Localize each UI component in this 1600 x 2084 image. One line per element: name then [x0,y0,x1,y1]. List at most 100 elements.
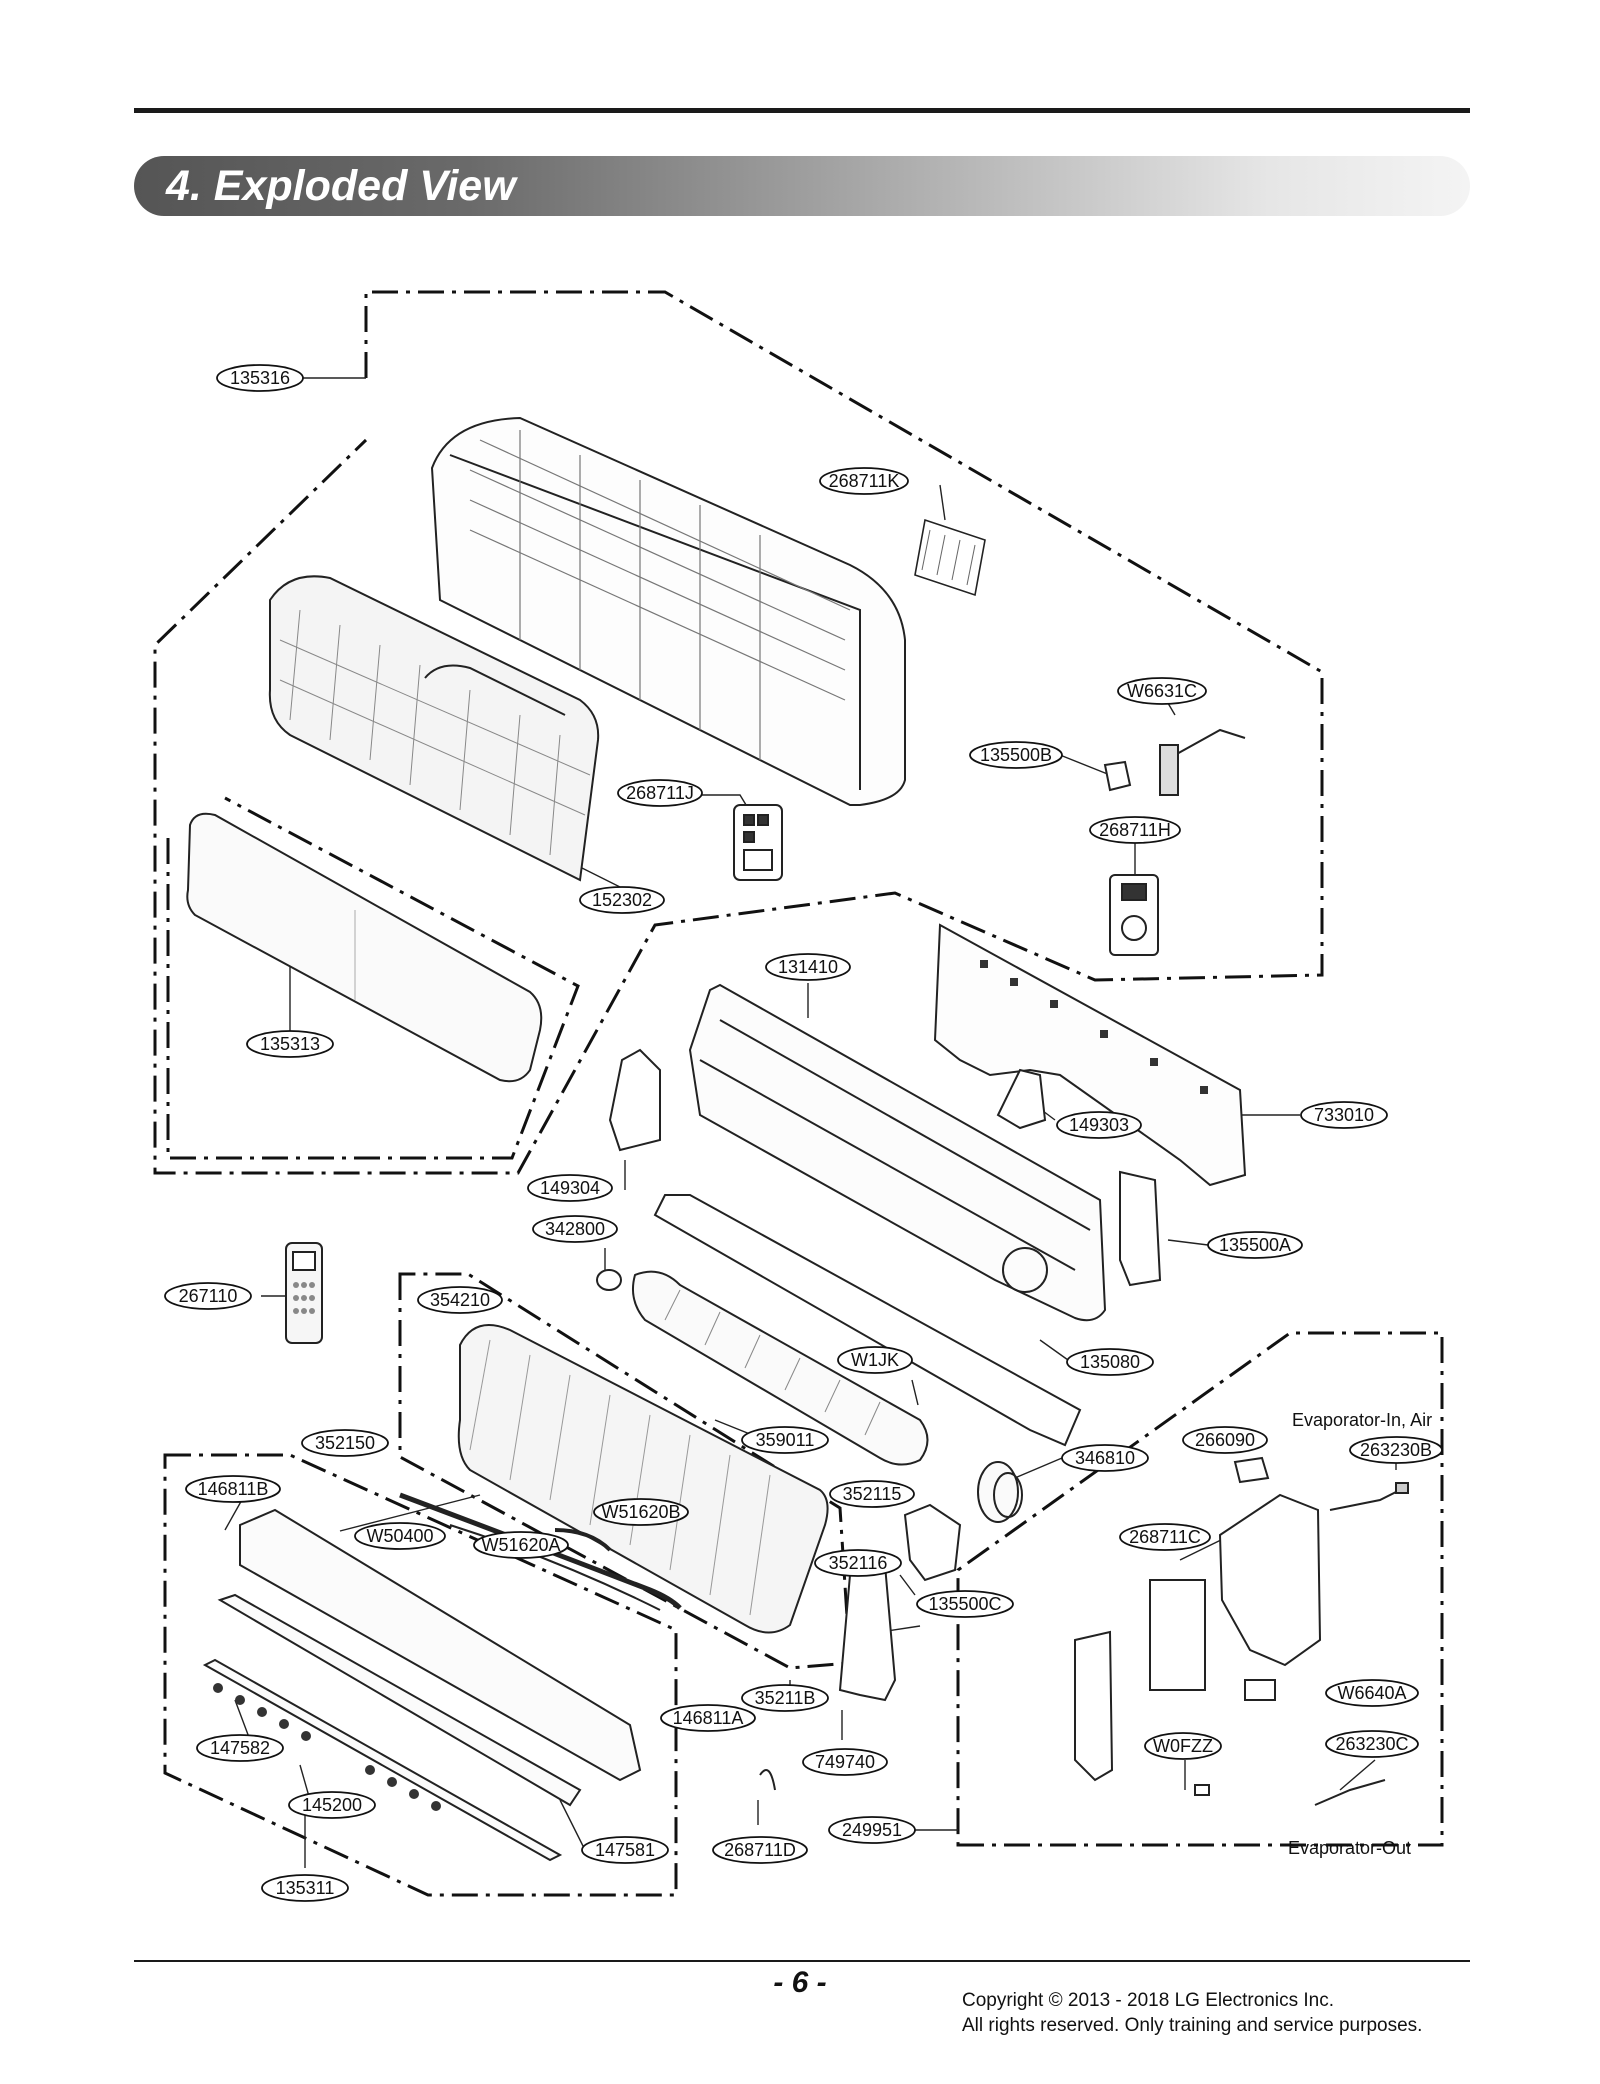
part-control-box [1074,1493,1322,1782]
callout-147581: 147581 [581,1836,669,1864]
part-bracket-135500C [903,1503,962,1582]
svg-text:146811A: 146811A [673,1708,744,1728]
callout-268711J: 268711J [617,779,703,807]
svg-text:342800: 342800 [545,1219,605,1239]
part-motor-346810 [977,1461,1023,1523]
copyright-line-1: Copyright © 2013 - 2018 LG Electronics I… [962,1990,1335,2011]
svg-text:263230C: 263230C [1335,1734,1408,1754]
svg-text:152302: 152302 [592,890,652,910]
part-base-131410 [688,983,1107,1322]
part-cable-268711D [759,1769,776,1791]
svg-text:135313: 135313 [260,1034,320,1054]
svg-text:147581: 147581 [595,1840,655,1860]
callout-346810: 346810 [1061,1444,1149,1472]
callout-263230C: 263230C [1325,1730,1419,1758]
callout-359011: 359011 [741,1426,829,1454]
callout-145200: 145200 [288,1791,376,1819]
part-display-268711J [733,804,783,881]
svg-text:146811B: 146811B [198,1479,269,1499]
svg-text:135500C: 135500C [928,1594,1001,1614]
callout-135500C: 135500C [916,1590,1014,1618]
svg-text:W6640A: W6640A [1337,1683,1406,1703]
svg-text:268711H: 268711H [1099,820,1171,840]
callout-352115: 352115 [829,1480,915,1508]
callout-149303: 149303 [1056,1111,1142,1139]
svg-text:267110: 267110 [179,1286,238,1306]
callout-W0FZZ: W0FZZ [1144,1732,1222,1760]
svg-text:149304: 149304 [540,1178,600,1198]
callout-W51620A: W51620A [473,1531,569,1559]
svg-text:35211B: 35211B [755,1688,816,1708]
part-pipes [399,1492,682,1611]
part-label-268711K [914,518,986,597]
callout-135500B: 135500B [969,741,1063,769]
callout-W6631C: W6631C [1117,677,1207,705]
svg-text:149303: 149303 [1069,1115,1129,1135]
svg-text:249951: 249951 [842,1820,902,1840]
svg-text:266090: 266090 [1195,1430,1255,1450]
svg-text:131410: 131410 [778,957,838,977]
callout-131410: 131410 [765,953,851,981]
part-filter-152302 [268,575,600,882]
svg-text:135316: 135316 [230,368,290,388]
callout-267110: 267110 [164,1282,252,1310]
callout-135316: 135316 [216,364,304,392]
section-title: 4. Exploded View [166,162,516,210]
part-cable-263230B [1329,1482,1409,1511]
callout-733010: 733010 [1300,1101,1388,1129]
part-cable-263230C [1314,1779,1386,1806]
callout-263230B: 263230B [1349,1436,1443,1464]
svg-text:135500B: 135500B [980,745,1052,765]
svg-text:268711C: 268711C [1129,1527,1201,1547]
part-bearing-342800 [596,1269,622,1291]
svg-text:749740: 749740 [815,1752,875,1772]
callout-268711D: 268711D [712,1836,808,1864]
svg-text:354210: 354210 [430,1290,490,1310]
callout-135080: 135080 [1066,1348,1154,1376]
part-fan-359011 [632,1270,929,1466]
callout-W1JK: W1JK [837,1346,913,1374]
note-evaporator-out: Evaporator-Out [1288,1838,1411,1858]
svg-text:346810: 346810 [1075,1448,1135,1468]
part-connector-W6640A [1244,1679,1276,1701]
svg-text:W51620B: W51620B [601,1502,680,1522]
part-bracket-149303 [996,1068,1047,1130]
svg-text:268711J: 268711J [626,783,694,803]
callout-135500A: 135500A [1207,1231,1303,1259]
callout-146811B: 146811B [185,1475,281,1503]
callout-35211B: 35211B [741,1684,829,1712]
callouts: 135316 268711K 268711J 152302 135313 W66… [164,364,1443,1902]
svg-text:W6631C: W6631C [1127,681,1197,701]
svg-text:W51620A: W51620A [481,1535,560,1555]
callout-352116: 352116 [814,1549,902,1577]
part-holder-135500A [1119,1170,1162,1287]
callout-W6640A: W6640A [1325,1679,1419,1707]
svg-text:147582: 147582 [210,1738,270,1758]
callout-268711K: 268711K [819,467,909,495]
part-louver-135311 [202,1508,642,1862]
callout-152302: 152302 [579,886,665,914]
part-chassis-135316 [430,416,906,806]
svg-text:135500A: 135500A [1219,1235,1291,1255]
part-plate-733010 [933,923,1247,1187]
callout-268711C: 268711C [1119,1523,1211,1551]
svg-text:W1JK: W1JK [851,1350,899,1370]
svg-text:352115: 352115 [843,1484,902,1504]
svg-text:145200: 145200 [302,1795,362,1815]
part-evaporator-354210 [457,1324,829,1634]
part-front-panel-135313 [186,812,543,1083]
part-pcb-268711H [1109,874,1159,956]
callout-249951: 249951 [828,1816,916,1844]
part-holder-135500B [1103,760,1132,792]
svg-text:W50400: W50400 [366,1526,433,1546]
callout-135313: 135313 [246,1030,334,1058]
callout-352150: 352150 [301,1429,389,1457]
note-evaporator-in: Evaporator-In, Air [1292,1410,1432,1430]
part-vane-135080 [653,1194,1082,1447]
svg-text:359011: 359011 [756,1430,815,1450]
part-fuse-266090 [1233,1456,1270,1484]
section-banner: 4. Exploded View [134,156,1470,216]
callout-135311: 135311 [261,1874,349,1902]
copyright-line-2: All rights reserved. Only training and s… [962,2015,1423,2036]
